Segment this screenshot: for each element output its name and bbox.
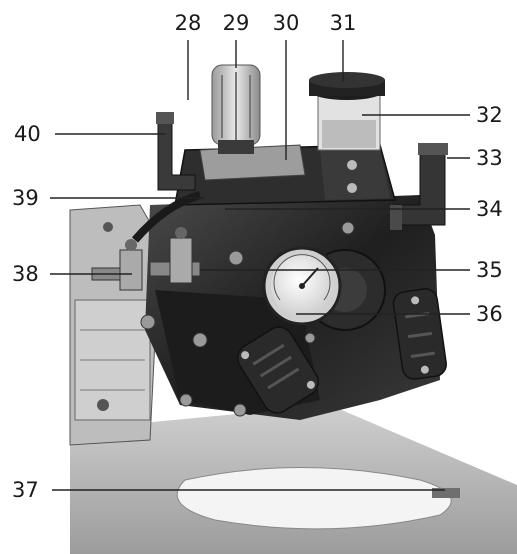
bypass-hose <box>131 191 202 243</box>
callout-33: 33 <box>476 146 503 170</box>
callout-34: 34 <box>476 197 503 221</box>
callout-29: 29 <box>223 11 250 35</box>
callout-36: 36 <box>476 302 503 326</box>
right-elbow-outlet <box>390 143 448 230</box>
body-bolts <box>140 221 355 417</box>
leader-lines <box>50 40 470 491</box>
callout-28: 28 <box>175 11 202 35</box>
base-plate <box>70 405 517 554</box>
callout-38: 38 <box>12 262 39 286</box>
oil-reservoir <box>309 72 385 151</box>
regulator-block <box>174 144 396 206</box>
callout-35: 35 <box>476 258 503 282</box>
callout-40: 40 <box>14 122 41 146</box>
callout-37: 37 <box>12 478 39 502</box>
callout-labels: 28 29 30 31 32 33 34 35 36 37 38 39 40 <box>12 11 503 502</box>
left-elbow-outlet <box>156 112 196 191</box>
callout-30: 30 <box>273 11 300 35</box>
callout-39: 39 <box>12 186 39 210</box>
callout-32: 32 <box>476 103 503 127</box>
diaphragm-cover-lower <box>236 288 447 414</box>
pressure-knob <box>211 64 261 154</box>
callout-31: 31 <box>330 11 357 35</box>
pressure-gauge <box>262 246 342 326</box>
